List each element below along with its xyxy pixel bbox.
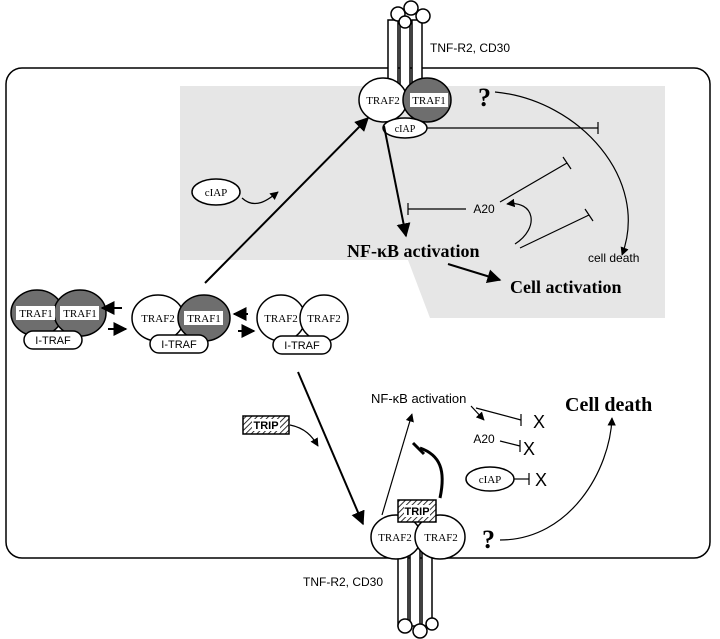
cell-boundary	[5, 67, 711, 559]
cell-death-large: Cell death	[565, 394, 652, 416]
a20-label-bottom: A20	[473, 432, 495, 446]
receptor-bottom	[397, 545, 439, 639]
trip-bound-label: TRIP	[404, 506, 429, 518]
traf-to-nfkb-bottom-arrow	[381, 413, 414, 516]
trip-block-curve	[419, 446, 444, 499]
itraf-middle	[149, 334, 209, 354]
traf2-label-top: TRAF2	[366, 95, 400, 107]
receptor-label-top: TNF-R2, CD30	[430, 41, 510, 55]
ciap-inhibited-x: X	[535, 470, 547, 490]
a20-inhibit-lower-bar	[584, 208, 594, 222]
trip-floating-label-bg	[252, 419, 280, 431]
complex-to-receptor-top-arrow	[204, 117, 369, 284]
traf2-subunit-bottom-b	[414, 514, 466, 560]
a20-label-top: A20	[473, 202, 495, 216]
traf2-label-bottom-a: TRAF2	[378, 532, 412, 544]
nfkb-to-cell-activation-arrow	[447, 263, 502, 283]
cell-activation: Cell activation	[510, 277, 621, 297]
nfkb-inhibited-x: X	[533, 412, 545, 432]
question-mark-top: ?	[478, 83, 491, 112]
question-to-cell-death-large-arrow	[499, 417, 616, 541]
traf1-label-bg-left-b	[60, 306, 99, 320]
a20-inhibit-upper-line	[499, 162, 568, 203]
traf1-label-top: TRAF1	[412, 95, 446, 107]
nfkb-to-a20-bottom-arrow	[470, 405, 485, 421]
receptor-top	[387, 0, 431, 99]
traf2-label-right-b: TRAF2	[307, 313, 341, 325]
traf2-label-right-a: TRAF2	[264, 313, 298, 325]
itraf-label-right: I-TRAF	[284, 340, 320, 352]
ciap-floating-label: cIAP	[205, 187, 228, 199]
cell-death-small: cell death	[588, 251, 639, 265]
trip-block-bar	[411, 441, 426, 456]
question-to-cell-death-arrow	[494, 91, 629, 256]
ciap-floating	[191, 178, 241, 206]
itraf-left	[23, 330, 83, 350]
trip-recruit-arrow	[289, 424, 319, 447]
activation-shaded-region	[180, 86, 665, 318]
nfkb-to-a20-arrow	[506, 198, 532, 245]
nfkb-activation-bottom: NF-κB activation	[371, 391, 466, 406]
traf1-label-bg-top	[410, 93, 448, 107]
traf2-label-bottom-b: TRAF2	[424, 532, 458, 544]
traf1-label-bg-left-a	[16, 306, 55, 320]
ciap-label-bottom: cIAP	[479, 474, 502, 486]
nfkb-inhibited-line	[475, 407, 522, 421]
trip-floating-label: TRIP	[253, 420, 278, 432]
traf1-label-left-b: TRAF1	[63, 308, 97, 320]
traf-to-nfkb-arrow	[383, 125, 411, 238]
itraf-label-left: I-TRAF	[35, 335, 71, 347]
traf2-label-middle: TRAF2	[141, 313, 175, 325]
itraf-right	[272, 335, 332, 355]
ciap-recruit-arrow	[241, 191, 279, 205]
a20-inhibited-x: X	[523, 439, 535, 459]
nfkb-activation-top: NF-κB activation	[347, 241, 479, 261]
traf1-label-left-a: TRAF1	[19, 308, 53, 320]
ciap-label-top: cIAP	[395, 124, 416, 135]
receptor-label-bottom: TNF-R2, CD30	[303, 575, 383, 589]
complex-to-receptor-bottom-arrow	[297, 371, 365, 526]
a20-inhibit-upper-bar	[562, 156, 572, 170]
traf1-label-middle: TRAF1	[187, 313, 221, 325]
trip-bound-label-bg	[404, 505, 430, 517]
itraf-label-middle: I-TRAF	[161, 339, 197, 351]
a20-inhibit-lower-line	[519, 214, 590, 249]
a20-inhibited-line	[499, 440, 521, 447]
question-mark-bottom: ?	[482, 525, 495, 554]
traf1-label-bg-middle	[184, 311, 223, 325]
